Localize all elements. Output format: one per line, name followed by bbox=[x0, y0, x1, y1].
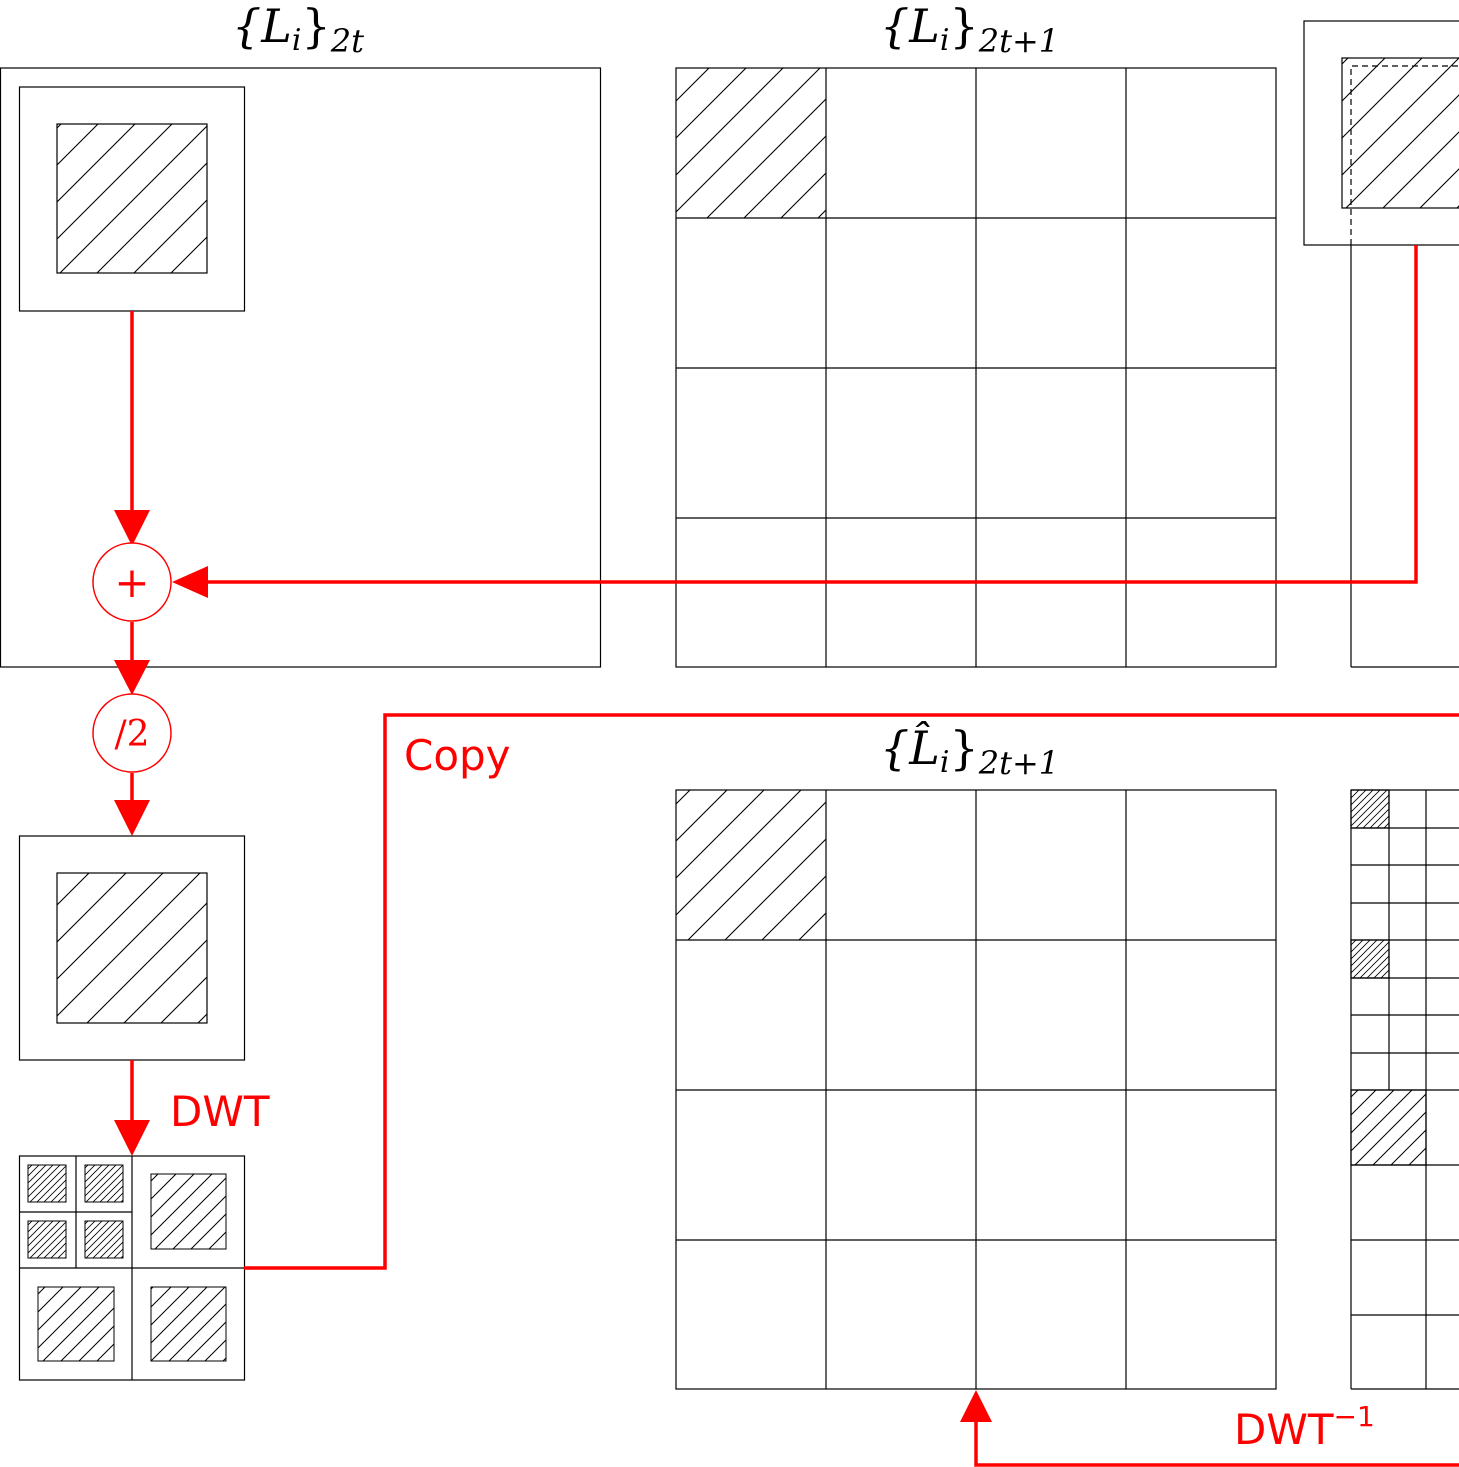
title-Lhat: {L̂i}2t+1 bbox=[880, 721, 1059, 782]
fine-hatch-2 bbox=[1351, 940, 1389, 978]
ll-sub-2 bbox=[84, 1164, 124, 1203]
copy-path bbox=[244, 713, 1459, 1270]
title-L2t: {Li}2t bbox=[232, 0, 364, 60]
title-L2t1: {Li}2t+1 bbox=[880, 0, 1059, 60]
ll-sub-3 bbox=[27, 1220, 67, 1259]
arrow-right-to-plus bbox=[202, 245, 1418, 584]
idwt-path bbox=[974, 1422, 1459, 1467]
copy-label: Copy bbox=[404, 731, 511, 780]
ll-sub-1 bbox=[27, 1164, 67, 1203]
frame-L2t bbox=[0, 67, 602, 668]
panel-L2t: {Li}2t bbox=[0, 0, 602, 668]
grid-Lhat bbox=[675, 789, 1277, 1390]
plus-node: + bbox=[92, 542, 172, 622]
fine-hatch-1 bbox=[1351, 790, 1389, 828]
panel-L2t1: {Li}2t+1 bbox=[675, 0, 1277, 668]
grid-L2t1 bbox=[675, 67, 1277, 668]
plus-symbol: + bbox=[114, 558, 149, 607]
panel-right-bottom bbox=[1350, 789, 1459, 1390]
ll-sub-4 bbox=[84, 1220, 124, 1259]
arrow-heads bbox=[114, 510, 992, 1422]
block-hatched bbox=[56, 123, 208, 274]
lh-band bbox=[37, 1286, 115, 1362]
hh-band bbox=[150, 1286, 227, 1362]
mid-hatch bbox=[1351, 1090, 1426, 1165]
right-block-hatched bbox=[1341, 57, 1459, 209]
hatched-cell bbox=[676, 790, 826, 940]
dashed-window bbox=[1350, 65, 1459, 245]
hatched-cell bbox=[676, 68, 826, 218]
hl-band bbox=[150, 1173, 227, 1250]
dwt-label: DWT bbox=[170, 1087, 270, 1136]
dwt-decomposition bbox=[18, 1155, 246, 1381]
averaged-block bbox=[18, 835, 246, 1061]
half-node: /2 bbox=[92, 693, 172, 773]
panel-right-top bbox=[1303, 20, 1459, 668]
half-symbol: /2 bbox=[114, 714, 149, 755]
idwt-label: DWT−1 bbox=[1234, 1400, 1375, 1454]
panel-Lhat: {L̂i}2t+1 bbox=[675, 721, 1277, 1390]
flow-paths bbox=[130, 245, 1459, 1467]
